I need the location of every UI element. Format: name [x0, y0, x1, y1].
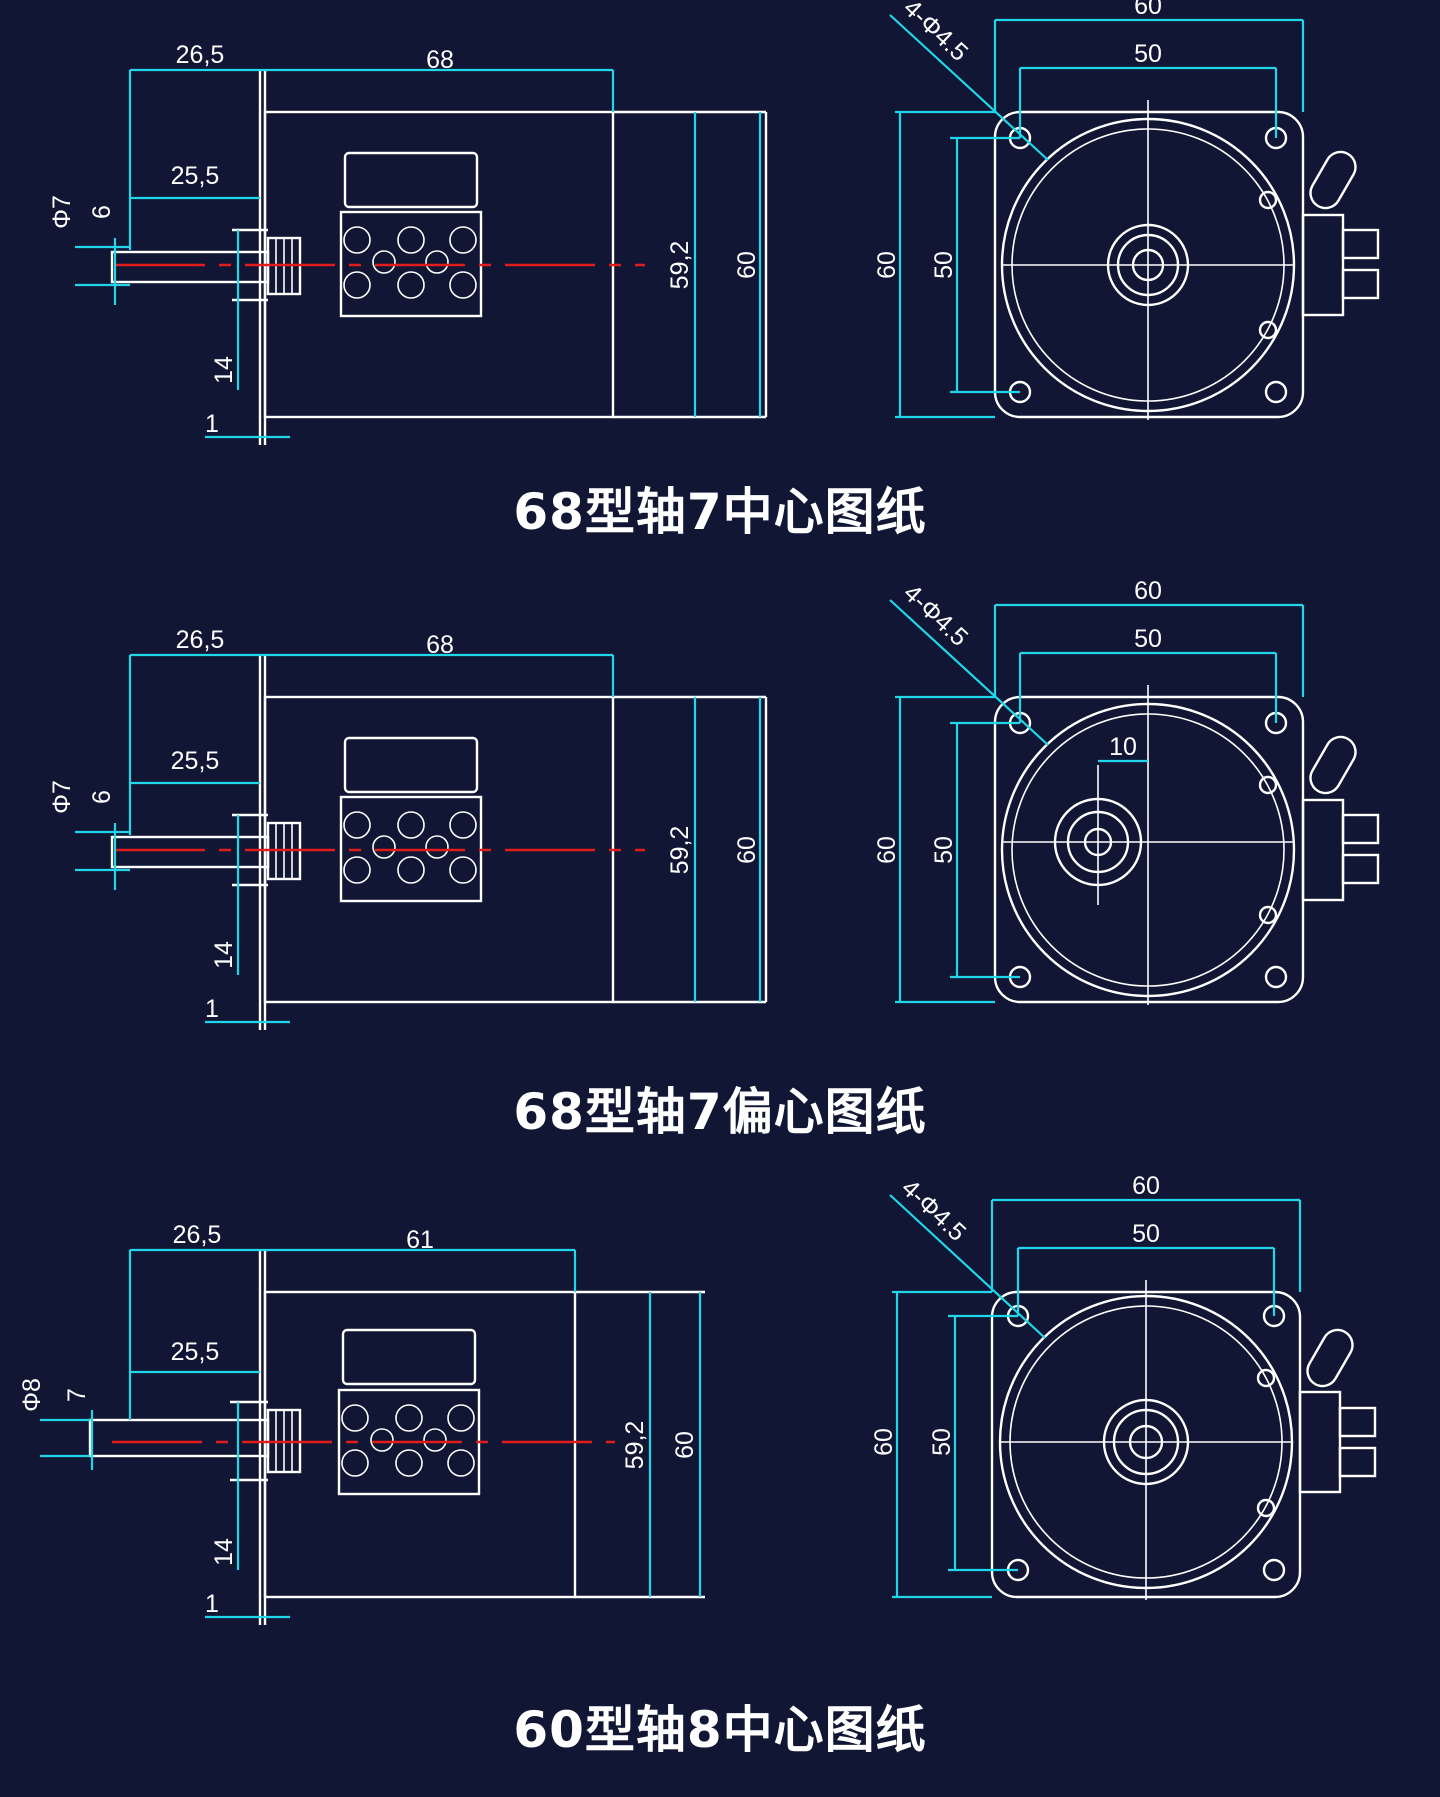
dim-overall: 26,5 — [176, 41, 225, 69]
side-dimensions — [75, 68, 762, 439]
side-dimensions — [75, 653, 762, 1024]
dim-inner-height: 59,2 — [666, 826, 694, 875]
dim-front-height: 60 — [870, 1428, 898, 1456]
dim-shaft-length: 25,5 — [171, 1338, 220, 1366]
dim-boss: 14 — [210, 1538, 238, 1566]
side-view: 26,5 68 25,5 Φ7 6 14 1 59,2 60 — [48, 41, 768, 445]
dim-height: 60 — [733, 251, 761, 279]
dim-front-height: 60 — [873, 836, 901, 864]
dim-flange: 1 — [205, 995, 219, 1023]
terminal-cover — [343, 736, 479, 794]
dim-body-length: 68 — [426, 46, 454, 74]
dim-shaft-offset: 10 — [1109, 733, 1137, 761]
dim-hole-pitch: 50 — [1134, 625, 1162, 653]
dim-height: 60 — [733, 836, 761, 864]
cable-gland — [1301, 213, 1345, 317]
dim-hole-pitch: 50 — [1132, 1220, 1160, 1248]
dim-front-width: 60 — [1134, 577, 1162, 605]
dim-boss: 14 — [210, 941, 238, 969]
terminal-screws — [343, 226, 477, 299]
drawing-panel-3: 26,5 61 25,5 Φ8 7 14 1 59,2 60 — [18, 1172, 1377, 1625]
side-view: 26,5 68 25,5 Φ7 6 14 1 59,2 60 — [48, 626, 768, 1030]
dim-shaft-length: 25,5 — [171, 747, 220, 775]
terminal-screws — [341, 1404, 475, 1477]
drawing-panel-1: 26,5 68 25,5 Φ7 6 14 1 59,2 60 — [48, 0, 1380, 445]
front-view: 60 50 60 50 4-Φ4.5 — [870, 1172, 1377, 1600]
motor-body — [263, 1290, 577, 1599]
caption-3: 60型轴8中心图纸 — [513, 1701, 927, 1759]
side-view: 26,5 61 25,5 Φ8 7 14 1 59,2 60 — [18, 1221, 705, 1625]
dim-hole-vpitch: 50 — [930, 836, 958, 864]
dim-height: 60 — [671, 1431, 699, 1459]
dim-shaft-length: 25,5 — [171, 162, 220, 190]
shaft — [88, 1418, 270, 1458]
dim-hole-pitch: 50 — [1134, 40, 1162, 68]
dim-boss: 14 — [210, 356, 238, 384]
shaft — [110, 250, 270, 284]
cable-stub — [1309, 150, 1357, 210]
side-dimensions — [40, 1248, 702, 1619]
front-view: 60 50 10 60 50 4-Φ4.5 — [873, 577, 1380, 1005]
terminal-screws — [343, 811, 477, 884]
shaft — [110, 835, 270, 869]
front-dimensions — [889, 14, 1305, 419]
caption-2: 68型轴7偏心图纸 — [513, 1083, 927, 1141]
dim-flange: 1 — [205, 1590, 219, 1618]
dim-hole-vpitch: 50 — [928, 1428, 956, 1456]
dim-overall: 26,5 — [176, 626, 225, 654]
dim-front-width: 60 — [1134, 0, 1162, 20]
cable-stub — [1309, 735, 1357, 795]
front-dimensions — [889, 599, 1305, 1004]
drawing-panel-2: 26,5 68 25,5 Φ7 6 14 1 59,2 60 — [48, 577, 1380, 1030]
mounting-flange — [993, 695, 1305, 1004]
dim-flange: 1 — [205, 410, 219, 438]
front-dimensions — [889, 1194, 1302, 1599]
dim-overall: 26,5 — [173, 1221, 222, 1249]
cable-stub — [1306, 1328, 1354, 1388]
dim-body-length: 68 — [426, 631, 454, 659]
terminal-cover — [343, 151, 479, 209]
dim-shaft-flat: 7 — [63, 1388, 91, 1402]
dim-shaft-diameter: Φ8 — [18, 1378, 46, 1412]
dim-shaft-diameter: Φ7 — [48, 195, 76, 229]
dim-front-width: 60 — [1132, 1172, 1160, 1200]
dim-inner-height: 59,2 — [666, 241, 694, 290]
dim-shaft-flat: 6 — [88, 205, 116, 219]
dim-front-height: 60 — [873, 251, 901, 279]
dim-shaft-flat: 6 — [88, 790, 116, 804]
front-view: 60 50 60 50 4-Φ4.5 — [873, 0, 1380, 420]
dim-hole-vpitch: 50 — [930, 251, 958, 279]
caption-1: 68型轴7中心图纸 — [513, 483, 927, 541]
dim-body-length: 61 — [406, 1226, 434, 1254]
cable-gland — [1301, 798, 1345, 902]
dim-inner-height: 59,2 — [621, 1421, 649, 1470]
dim-shaft-diameter: Φ7 — [48, 780, 76, 814]
cable-gland — [1298, 1390, 1342, 1494]
terminal-cover — [341, 1328, 477, 1386]
